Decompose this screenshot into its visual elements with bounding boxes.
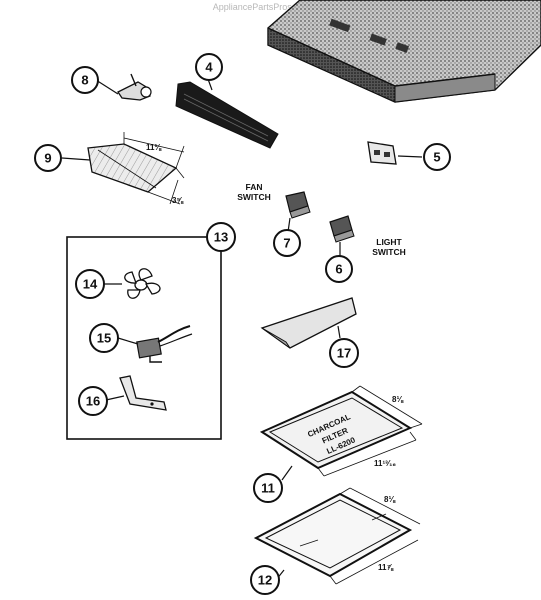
part-8-clip [95, 73, 152, 101]
callout-7: 7 [273, 229, 301, 257]
svg-text:15: 15 [97, 331, 111, 346]
part-14-fan-blade [104, 268, 161, 299]
part-13-motor-kit-box [66, 236, 222, 440]
part-4-grille-strip [175, 78, 279, 149]
svg-text:12: 12 [258, 573, 272, 588]
light-switch-label-line1: LIGHT [376, 237, 402, 247]
callout-14: 14 [75, 269, 105, 299]
svg-text:11: 11 [261, 481, 275, 496]
callout-8: 8 [71, 66, 99, 94]
svg-text:7: 7 [283, 236, 290, 251]
part-15-motor [117, 325, 193, 363]
svg-text:14: 14 [83, 277, 98, 292]
range-hood-housing [267, 0, 541, 103]
part-16-motor-bracket [105, 375, 167, 411]
callout-17: 17 [329, 338, 359, 368]
svg-text:4: 4 [205, 60, 213, 75]
callout-16: 16 [78, 386, 108, 416]
svg-text:9: 9 [44, 151, 51, 166]
svg-text:5: 5 [433, 150, 440, 165]
callout-9: 9 [34, 144, 62, 172]
part-12-grease-filter: 8⅛ 11⅞ [253, 487, 421, 585]
part-9-light-lens: 11⅛ 3⅝ [61, 132, 184, 205]
callout-12: 12 [250, 565, 280, 595]
svg-text:8: 8 [81, 73, 88, 88]
charcoal-depth-dim: 8⅛ [392, 395, 404, 404]
charcoal-width-dim: 11¹³⁄₁₆ [374, 459, 396, 468]
callout-4: 4 [195, 53, 223, 81]
callout-6: 6 [325, 255, 353, 283]
part-5-socket [367, 141, 423, 165]
svg-text:13: 13 [214, 230, 228, 245]
part-17-damper [260, 297, 357, 349]
grease-width-dim: 11⅞ [378, 563, 394, 572]
part-7-fan-switch: FAN SWITCH [237, 182, 311, 233]
fan-switch-label-line2: SWITCH [237, 192, 271, 202]
fan-switch-label-line1: FAN [246, 182, 263, 192]
lens-depth-dim: 3⅝ [172, 196, 184, 205]
callout-13: 13 [206, 222, 236, 252]
grease-depth-dim: 8⅛ [384, 495, 396, 504]
callout-5: 5 [423, 143, 451, 171]
light-switch-label-line2: SWITCH [372, 247, 406, 257]
callout-15: 15 [89, 323, 119, 353]
svg-text:6: 6 [335, 262, 342, 277]
lens-width-dim: 11⅛ [146, 143, 162, 152]
svg-text:16: 16 [86, 394, 100, 409]
part-11-charcoal-filter: CHARCOAL FILTER LL-6200 8⅛ 11¹³⁄₁₆ [259, 385, 423, 481]
svg-text:17: 17 [337, 346, 351, 361]
watermark-text: AppliancePartsPros.com [213, 2, 312, 12]
part-6-light-switch: LIGHT SWITCH [329, 215, 406, 257]
callout-11: 11 [253, 473, 283, 503]
